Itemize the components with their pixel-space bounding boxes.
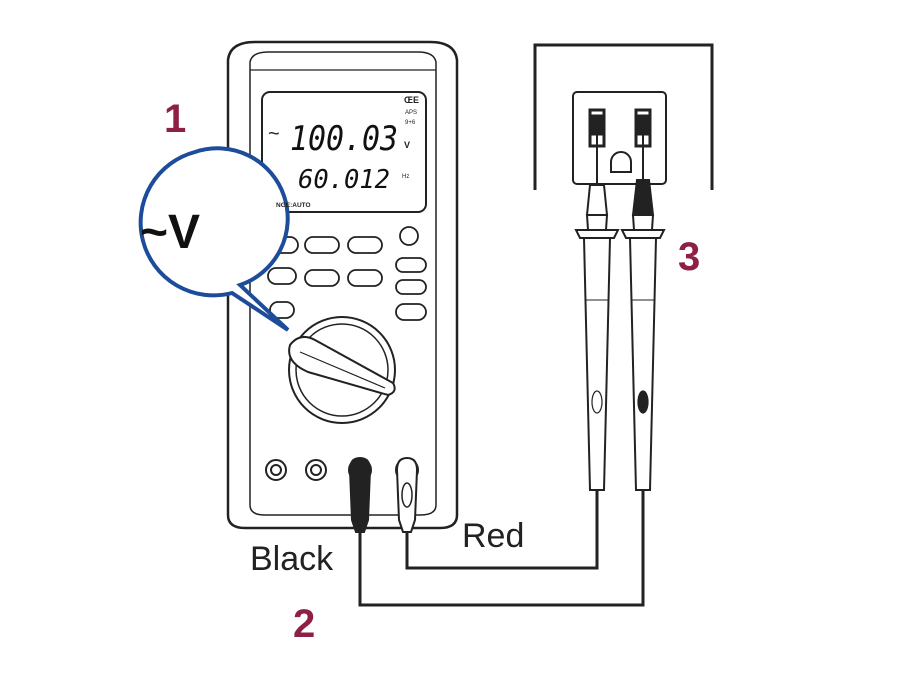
lcd-primary-unit: V: [404, 140, 410, 150]
function-callout: ~V: [138, 146, 290, 332]
step-number-3: 3: [678, 235, 700, 279]
multimeter-body: [226, 40, 459, 533]
lcd-contents: ŒE APS 9+6 ~ 100.03 V 60.012 Hz NGE:AUTO: [268, 95, 419, 209]
lcd-indicator-top: ŒE: [404, 95, 419, 105]
button-panel: [267, 226, 427, 321]
lcd-display: [261, 91, 427, 213]
test-lead-wires: [358, 490, 645, 607]
black-lead-label: Black: [250, 540, 334, 578]
lcd-ac-symbol: ~: [268, 123, 280, 145]
step-number-2: 2: [293, 602, 315, 646]
rotary-dial: [288, 316, 396, 424]
wall-outlet: [533, 43, 714, 190]
callout-ac-voltage-symbol: ~V: [140, 206, 200, 259]
black-probe: [620, 130, 666, 491]
lcd-secondary-unit: Hz: [402, 174, 409, 180]
step-number-1: 1: [164, 97, 186, 141]
lcd-indicator-aps: APS: [405, 110, 417, 116]
lcd-secondary-value: 60.012: [298, 165, 390, 195]
black-plug: [348, 456, 372, 533]
red-lead-label: Red: [462, 517, 524, 555]
lcd-indicator-small: 9+6: [405, 120, 416, 126]
lcd-primary-value: 100.03: [290, 119, 398, 159]
lcd-range-label: NGE:AUTO: [276, 202, 311, 209]
red-probe: [574, 130, 620, 491]
